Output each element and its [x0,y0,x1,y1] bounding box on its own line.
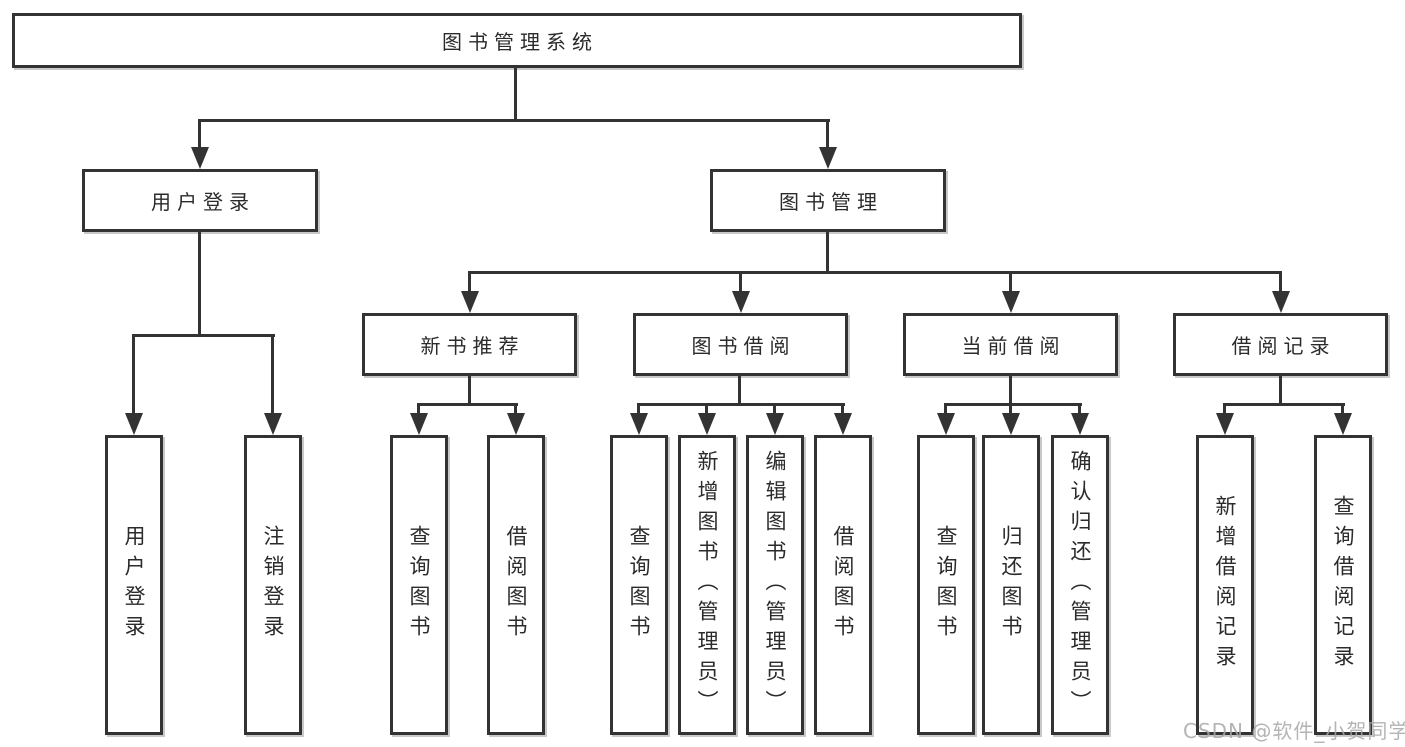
arrowhead-down-icon [937,413,955,435]
leaf-edit-book-admin: 编辑图书（管理员） [746,435,804,735]
edge-bus [417,403,518,406]
leaf-borrow-book: 借阅图书 [814,435,872,735]
leaf-query-book-recommend: 查询图书 [390,435,448,735]
edge-bus [132,334,275,337]
leaf-confirm-return-admin: 确认归还（管理员） [1051,435,1109,735]
node-book-borrow: 图书借阅 [633,313,848,376]
edge-drop [739,271,742,294]
node-user-login: 用户登录 [82,169,318,232]
arrowhead-down-icon [507,413,525,435]
edge-stem [198,232,201,337]
edge-drop [271,334,274,416]
arrowhead-down-icon [461,291,479,313]
edge-drop [132,334,135,416]
edge-drop [1279,271,1282,294]
leaf-add-borrow-record: 新增借阅记录 [1196,435,1254,735]
node-current-borrow: 当前借阅 [903,313,1118,376]
arrowhead-down-icon [1002,291,1020,313]
arrowhead-down-icon [410,413,428,435]
arrowhead-down-icon [834,413,852,435]
edge-bus [1223,403,1345,406]
leaf-add-book-admin: 新增图书（管理员） [678,435,736,735]
edge-stem [1279,376,1282,406]
edge-drop [468,271,471,294]
edge-stem [514,68,517,120]
edge-stem [468,376,471,406]
leaf-user-login: 用户登录 [105,435,163,735]
arrowhead-down-icon [1272,291,1290,313]
edge-stem [826,232,829,274]
arrowhead-down-icon [819,147,837,169]
edge-drop [1009,271,1012,294]
arrowhead-down-icon [1216,413,1234,435]
arrowhead-down-icon [732,291,750,313]
node-borrow-record: 借阅记录 [1173,313,1388,376]
arrowhead-down-icon [264,413,282,435]
edge-drop [944,403,947,415]
arrowhead-down-icon [1071,413,1089,435]
edge-drop [1009,403,1012,415]
leaf-query-current-book: 查询图书 [917,435,975,735]
edge-drop [514,403,517,415]
edge-drop [198,119,201,150]
edge-drop [417,403,420,415]
edge-drop [841,403,844,415]
arrowhead-down-icon [1002,413,1020,435]
leaf-borrow-book-recommend: 借阅图书 [487,435,545,735]
arrowhead-down-icon [766,413,784,435]
edge-drop [705,403,708,415]
node-book-management: 图书管理 [710,169,946,232]
edge-drop [773,403,776,415]
leaf-logout: 注销登录 [244,435,302,735]
csdn-watermark: CSDN @软件_小贺同学 [1183,719,1405,743]
edge-drop [1078,403,1081,415]
leaf-query-book: 查询图书 [610,435,668,735]
arrowhead-down-icon [1334,413,1352,435]
arrowhead-down-icon [630,413,648,435]
edge-bus [468,271,1282,274]
edge-stem [738,376,741,406]
leaf-return-book: 归还图书 [982,435,1040,735]
edge-stem [1009,376,1012,406]
edge-drop [1223,403,1226,415]
node-root-system: 图书管理系统 [12,13,1022,68]
arrowhead-down-icon [191,147,209,169]
arrowhead-down-icon [125,413,143,435]
edge-bus [637,403,845,406]
edge-drop [1341,403,1344,415]
node-new-book-recommend: 新书推荐 [362,313,577,376]
edge-drop [637,403,640,415]
edge-bus [198,119,830,122]
edge-drop [826,119,829,150]
leaf-query-borrow-record: 查询借阅记录 [1314,435,1372,735]
arrowhead-down-icon [698,413,716,435]
edge-bus [944,403,1082,406]
